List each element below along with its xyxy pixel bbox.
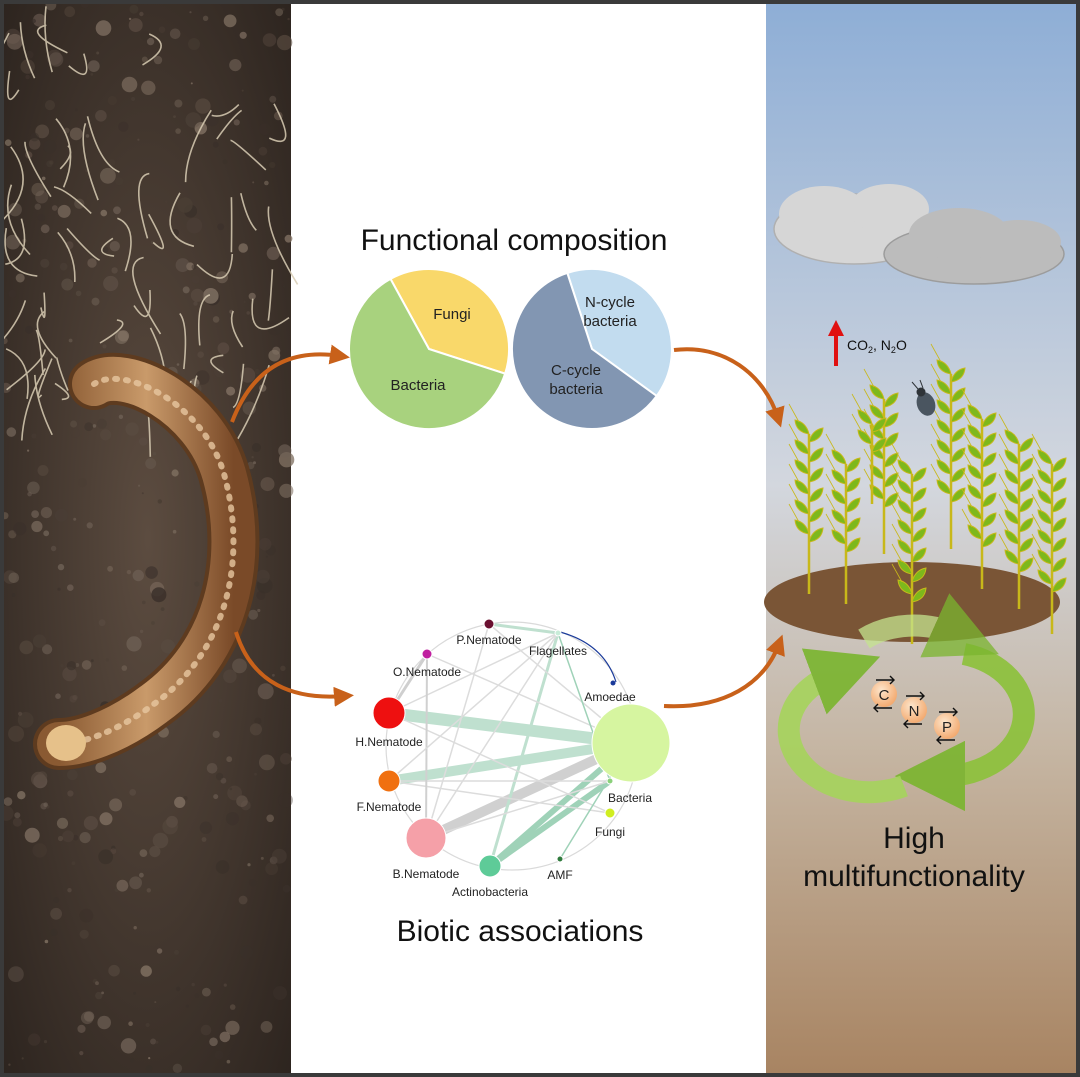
network-edge (425, 623, 490, 839)
network-label: Amoedae (584, 690, 636, 704)
network-edge (384, 738, 636, 786)
beetle-icon (911, 379, 936, 416)
network-label: O.Nematode (393, 665, 461, 679)
network-node-amf (556, 855, 564, 863)
pie-label-n-cycle-2: bacteria (583, 313, 637, 330)
flow-arrows (230, 344, 785, 709)
functional-composition-pies: FungiBacteriaN-cyclebacteriaC-cyclebacte… (348, 268, 673, 430)
network-node-h-nematode (372, 696, 406, 730)
network-node (610, 680, 616, 686)
network-label: H.Nematode (355, 735, 423, 749)
pie-chart-fungi-bacteria (348, 268, 510, 430)
up-arrow-icon (828, 320, 844, 336)
element-carbon: C (871, 675, 897, 713)
biotic-associations-title: Biotic associations (397, 915, 644, 948)
network-edge (425, 653, 428, 839)
svg-text:P: P (942, 719, 952, 736)
cycle-arrow (858, 593, 999, 658)
biotic-association-network: P.NematodeO.NematodeH.NematodeF.Nematode… (355, 618, 671, 899)
network-edge (425, 632, 559, 839)
network-edge (383, 707, 637, 749)
cycle-arrow (777, 648, 908, 804)
network-edge (559, 631, 617, 683)
ecosystem-panel: CO2, N2O C N (764, 4, 1076, 1073)
network-label: Fungi (595, 825, 625, 839)
pie-label-fungi: Fungi (433, 306, 471, 323)
pie-label-c-cycle: C-cycle (551, 362, 601, 379)
network-edge (487, 778, 613, 869)
pie-chart-nitrogen-carbon (510, 268, 673, 430)
network-edge (487, 622, 560, 635)
abstract-canvas: CO2, N2O C N (4, 4, 1076, 1073)
network-label: AMF (547, 868, 572, 882)
outcome-title-line2: multifunctionality (803, 860, 1025, 893)
outcome-title-line1: High (883, 822, 945, 855)
svg-text:N: N (909, 703, 920, 720)
network-edge (488, 631, 560, 868)
pie-slice (510, 271, 659, 430)
network-node-flagellates (554, 629, 562, 637)
network-node-fungi (604, 807, 616, 819)
network-node-bacteria (606, 777, 614, 785)
emission-label: CO2, N2O (847, 337, 907, 355)
network-edge (425, 780, 611, 839)
pie-slice (389, 268, 510, 375)
cloud-icon (883, 208, 1065, 285)
element-phosphorus: P (934, 707, 960, 745)
pie-label-bacteria: Bacteria (390, 377, 446, 394)
pie-slice (348, 277, 507, 430)
network-edge (388, 632, 559, 782)
network-node-f-nematode (377, 769, 401, 793)
cycle-arrow (894, 643, 1035, 812)
pie-label-n-cycle: N-cycle (585, 294, 635, 311)
network-label: Bacteria (608, 791, 652, 805)
network-node-b-nematode (405, 817, 447, 859)
flow-arrow (663, 634, 785, 709)
flow-arrow (673, 347, 785, 428)
functional-composition-title: Functional composition (361, 224, 668, 257)
network-node-p-nematode (483, 618, 495, 630)
network-node-actinobacteria (478, 854, 502, 878)
soil-photo-panel (4, 4, 299, 1073)
pie-label-c-cycle-2: bacteria (549, 381, 603, 398)
emission-indicator: CO2, N2O (828, 320, 907, 366)
wheat-plants (788, 343, 1067, 644)
svg-text:C: C (879, 687, 890, 704)
network-edge (388, 632, 559, 714)
network-label: Flagellates (529, 644, 587, 658)
nutrient-cycle: C N P (777, 593, 1035, 812)
pie-slice (566, 268, 673, 398)
flow-arrow (230, 344, 350, 423)
network-label: Actinobacteria (452, 885, 528, 899)
network-label: F.Nematode (357, 800, 422, 814)
network-node-amoedae (591, 703, 671, 783)
network-label: B.Nematode (393, 867, 460, 881)
element-nitrogen: N (901, 691, 927, 729)
network-label: P.Nematode (456, 633, 521, 647)
network-node-o-nematode (421, 648, 433, 660)
earthworm-icon (33, 352, 260, 770)
flow-arrow (234, 631, 354, 707)
